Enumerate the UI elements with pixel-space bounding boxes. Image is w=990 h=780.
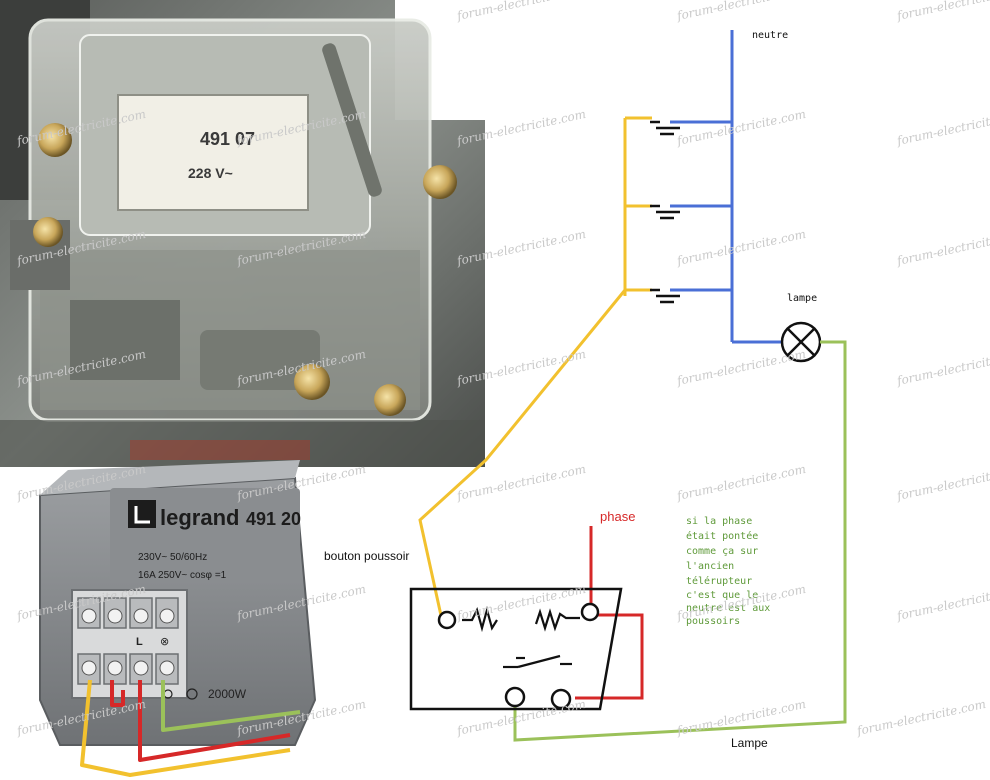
- module-wire-red-short: [110, 680, 125, 707]
- note-line: si la phase: [686, 516, 752, 527]
- note-line: comme ça sur: [686, 546, 758, 557]
- screw-icon: [423, 165, 457, 199]
- watermark: forum-electricite.com: [675, 0, 807, 23]
- note: si la phase était pontée comme ça sur l'…: [686, 516, 770, 627]
- watermark: forum-electricite.com: [675, 107, 807, 148]
- lamp-icon: [780, 321, 822, 363]
- note-line: était pontée: [686, 530, 758, 542]
- watermark: forum-electricite.com: [895, 582, 990, 623]
- lamp-wire: [513, 340, 847, 742]
- module-spec-1: 230V~ 50/60Hz: [138, 552, 207, 563]
- label-bouton-poussoir: bouton poussoir: [324, 549, 409, 563]
- push-button-icon: [650, 120, 680, 136]
- terminal-l-label: L: [136, 636, 143, 648]
- watermark: forum-electricite.com: [895, 347, 990, 388]
- watermark: forum-electricite.com: [855, 697, 987, 738]
- watermark: forum-electricite.com: [675, 462, 807, 503]
- terminal-icon: [437, 610, 457, 630]
- terminal-lamp-label: ⊗: [160, 636, 169, 648]
- switch-contact-icon: [517, 654, 561, 669]
- relay-ref: 491 07: [200, 129, 255, 149]
- watermark: forum-electricite.com: [895, 462, 990, 503]
- module-spec-2: 16A 250V~ cosφ =1: [138, 570, 227, 581]
- watermark: forum-electricite.com: [455, 462, 587, 503]
- watermark: forum-electricite.com: [895, 0, 990, 23]
- note-line: télérupteur: [686, 575, 752, 587]
- coil-icon: [534, 608, 580, 632]
- relay-voltage: 228 V~: [188, 165, 233, 181]
- module-wire-red: [138, 680, 291, 762]
- terminal-icon: [550, 688, 572, 710]
- legrand-module-photo: legrand 491 20 230V~ 50/60Hz 16A 250V~ c…: [39, 460, 317, 746]
- neutral-wires: [670, 30, 782, 344]
- note-line: c'est que le: [686, 590, 758, 601]
- push-buttons: [650, 120, 680, 304]
- label-phase: phase: [600, 509, 635, 524]
- push-button-icon: [650, 288, 680, 304]
- watermark: forum-electricite.com: [895, 107, 990, 148]
- watermark: forum-electricite.com: [895, 227, 990, 268]
- label-lampe: lampe: [787, 293, 817, 304]
- coil-icon: [462, 605, 498, 633]
- note-line: poussoirs: [686, 616, 740, 627]
- module-power: 2000W: [208, 687, 247, 701]
- watermark: forum-electricite.com: [675, 697, 807, 738]
- note-line: neutre est aux: [686, 603, 770, 614]
- watermark: forum-electricite.com: [675, 347, 807, 388]
- relay-schematic: [409, 587, 623, 711]
- watermark: forum-electricite.com: [675, 227, 807, 268]
- relay-photo: 491 07 228 V~: [0, 0, 485, 467]
- push-button-wires: [418, 116, 652, 621]
- module-brand: legrand: [160, 505, 239, 530]
- module-wire-green: [161, 680, 301, 732]
- terminal-icon: [504, 686, 526, 708]
- screw-icon: [33, 217, 63, 247]
- label-neutre: neutre: [752, 30, 788, 41]
- module-ref: 491 20: [246, 509, 301, 529]
- screw-icon: [294, 364, 330, 400]
- terminal-icon: [580, 602, 600, 622]
- push-button-icon: [650, 204, 680, 220]
- legrand-logo-icon: [128, 500, 156, 528]
- label-lampe-bottom: Lampe: [731, 736, 768, 750]
- bulb-icon: [186, 688, 198, 700]
- module-wire-yellow: [80, 679, 291, 777]
- module-wires: [80, 679, 301, 777]
- screw-icon: [374, 384, 406, 416]
- note-line: l'ancien: [686, 561, 734, 572]
- screw-icon: [38, 123, 72, 157]
